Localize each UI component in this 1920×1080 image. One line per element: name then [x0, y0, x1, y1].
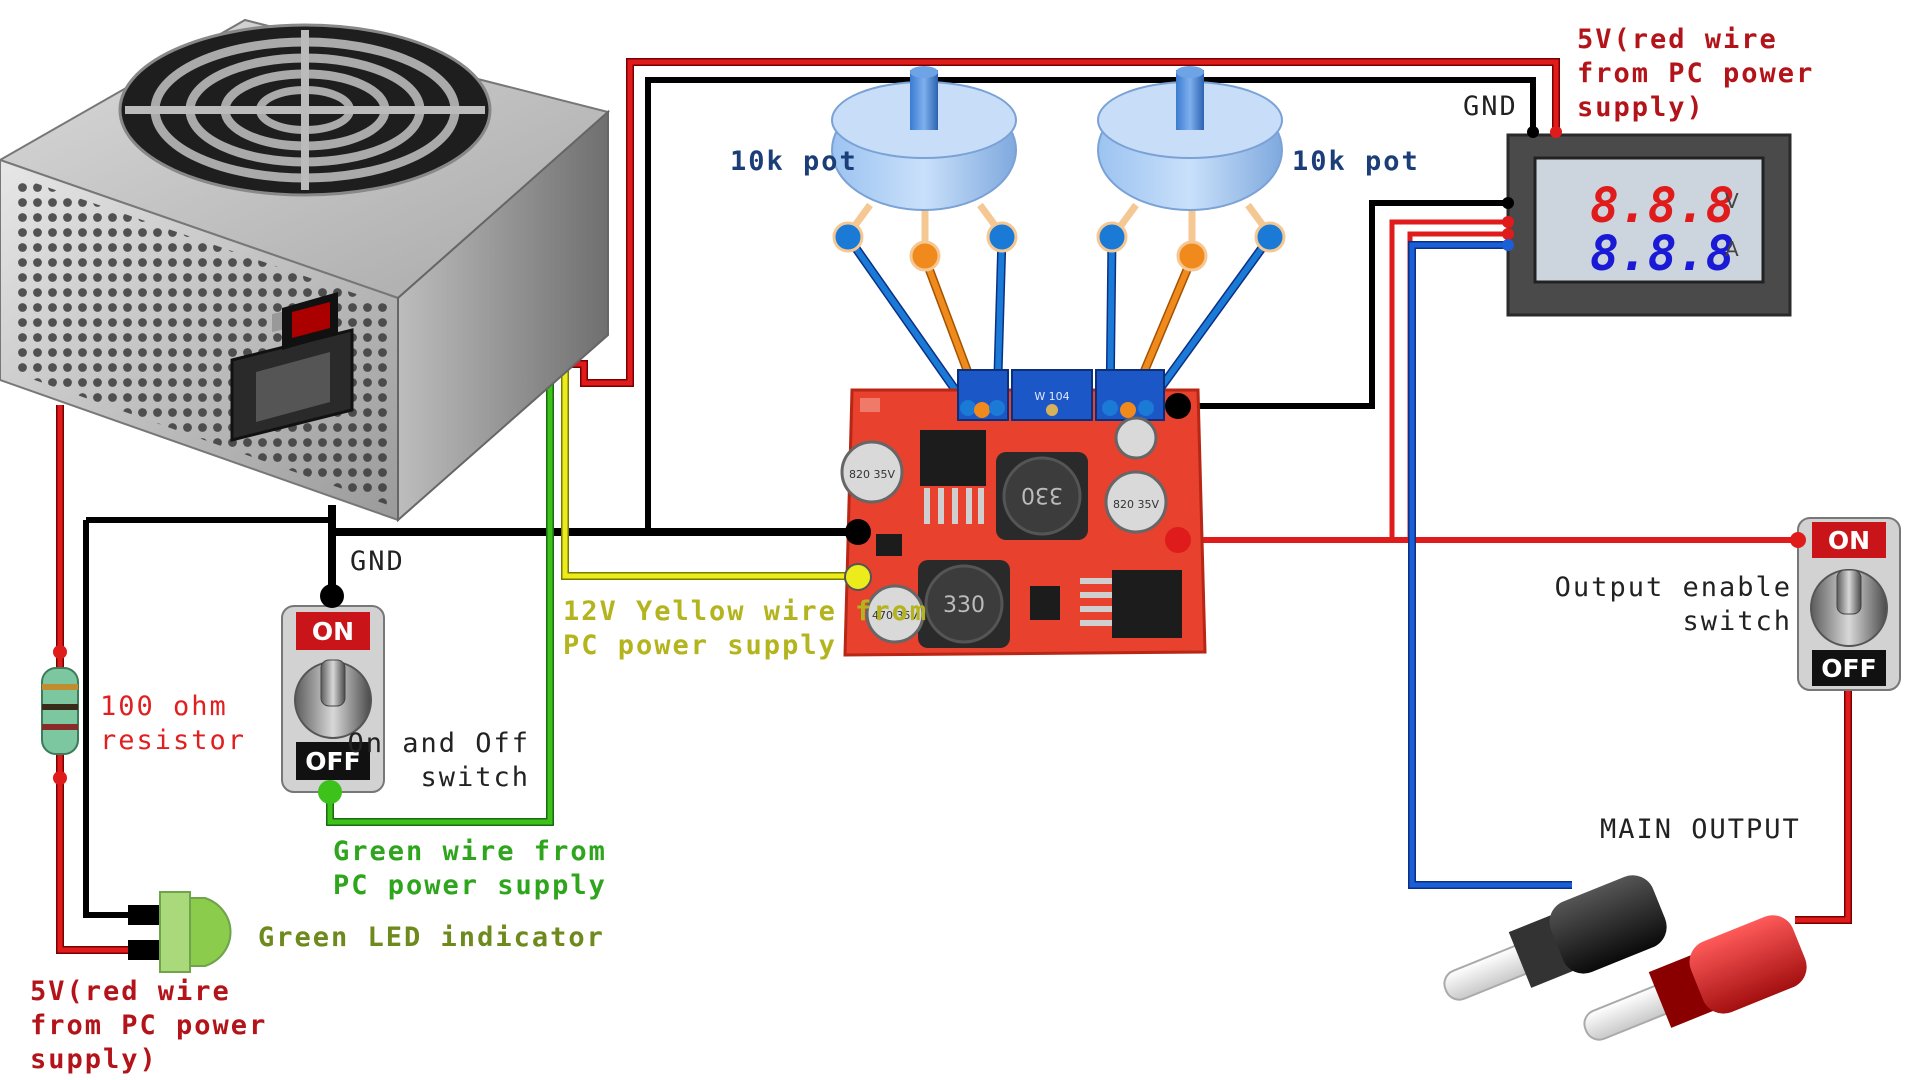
pc-power-supply — [0, 18, 611, 523]
black-wire-meter-gnd — [645, 77, 1536, 530]
voltage-unit: V — [1725, 189, 1739, 213]
svg-text:330: 330 — [943, 593, 985, 618]
label-yellow-wire-1: 12V Yellow wire from — [563, 596, 928, 627]
label-green-wire-2: PC power supply — [333, 870, 607, 901]
psu-power-socket — [230, 311, 354, 442]
red-banana-plug — [1583, 915, 1807, 1041]
svg-text:330: 330 — [1021, 482, 1063, 507]
label-led-supply-2: from PC power — [30, 1010, 267, 1041]
capacitor-4: 470 35V — [865, 584, 925, 644]
board-vout-terminal — [1165, 527, 1191, 553]
label-resistor-2: resistor — [100, 725, 246, 756]
label-meter-supply-1: 5V(red wire — [1577, 24, 1778, 55]
capacitor-3 — [1114, 416, 1158, 460]
label-output-switch-1: Output enable — [1555, 572, 1792, 603]
label-power-switch-1: On and Off — [347, 728, 530, 759]
power-switch-on-label: ON — [312, 617, 354, 646]
current-unit: A — [1725, 237, 1739, 261]
psu-fan — [118, 23, 492, 197]
output-switch-off-label: OFF — [1821, 654, 1876, 683]
pot-left — [831, 66, 1018, 412]
green-led — [128, 891, 232, 973]
ic-chip-right — [1112, 570, 1182, 638]
resistor — [41, 645, 79, 785]
label-gnd-switch: GND — [350, 546, 405, 577]
output-toggle-switch: ON OFF — [1790, 517, 1901, 691]
label-gnd-top: GND — [1463, 91, 1518, 122]
svg-text:820 35V: 820 35V — [1113, 498, 1159, 511]
board-gnd-in-terminal — [845, 519, 871, 545]
label-meter-supply-3: supply) — [1577, 92, 1705, 123]
capacitor-1: 820 35V — [840, 440, 904, 504]
label-led-supply-1: 5V(red wire — [30, 976, 231, 1007]
capacitor-2: 820 35V — [1104, 470, 1168, 534]
black-wire-board-meter — [1178, 200, 1508, 409]
label-output-switch-2: switch — [1682, 606, 1792, 637]
power-toggle-switch: ON OFF — [281, 584, 385, 804]
output-switch-on-label: ON — [1828, 526, 1870, 555]
label-yellow-wire-2: PC power supply — [563, 630, 837, 661]
labels: 10k pot 10k pot GND 5V(red wire from PC … — [30, 24, 1814, 1075]
pot-right — [1096, 66, 1286, 412]
label-led: Green LED indicator — [258, 922, 605, 953]
label-resistor-1: 100 ohm — [100, 691, 228, 722]
black-banana-plug — [1443, 875, 1667, 1001]
voltage-display: 8.8.8 — [1590, 178, 1735, 234]
inductor-bottom: 330 — [918, 560, 1010, 648]
power-switch-off-label: OFF — [305, 747, 360, 776]
ic-chip-left — [920, 430, 986, 486]
label-main-output: MAIN OUTPUT — [1600, 814, 1801, 845]
svg-text:470 35V: 470 35V — [872, 609, 918, 622]
buck-boost-board: W 104 330 330 820 35V 820 35V — [840, 369, 1207, 657]
board-gnd-out-terminal — [1165, 393, 1191, 419]
yellow-wire — [561, 355, 858, 580]
svg-text:820 35V: 820 35V — [849, 468, 895, 481]
psu-rocker-switch — [282, 292, 338, 350]
label-power-switch-2: switch — [420, 762, 530, 793]
trimmer-label: W 104 — [1034, 390, 1069, 403]
label-green-wire-1: Green wire from — [333, 836, 607, 867]
board-vin-terminal — [844, 563, 872, 591]
label-pot-left: 10k pot — [730, 146, 858, 177]
current-display: 8.8.8 — [1590, 226, 1735, 282]
volt-amp-meter: 8.8.8 V 8.8.8 A — [1502, 126, 1792, 317]
blue-wire-output-neg — [1408, 241, 1572, 889]
label-led-supply-3: supply) — [30, 1044, 158, 1075]
inductor-top: 330 — [996, 452, 1088, 540]
red-wire-output-pos — [1795, 688, 1852, 924]
label-pot-right: 10k pot — [1292, 146, 1420, 177]
label-meter-supply-2: from PC power — [1577, 58, 1814, 89]
